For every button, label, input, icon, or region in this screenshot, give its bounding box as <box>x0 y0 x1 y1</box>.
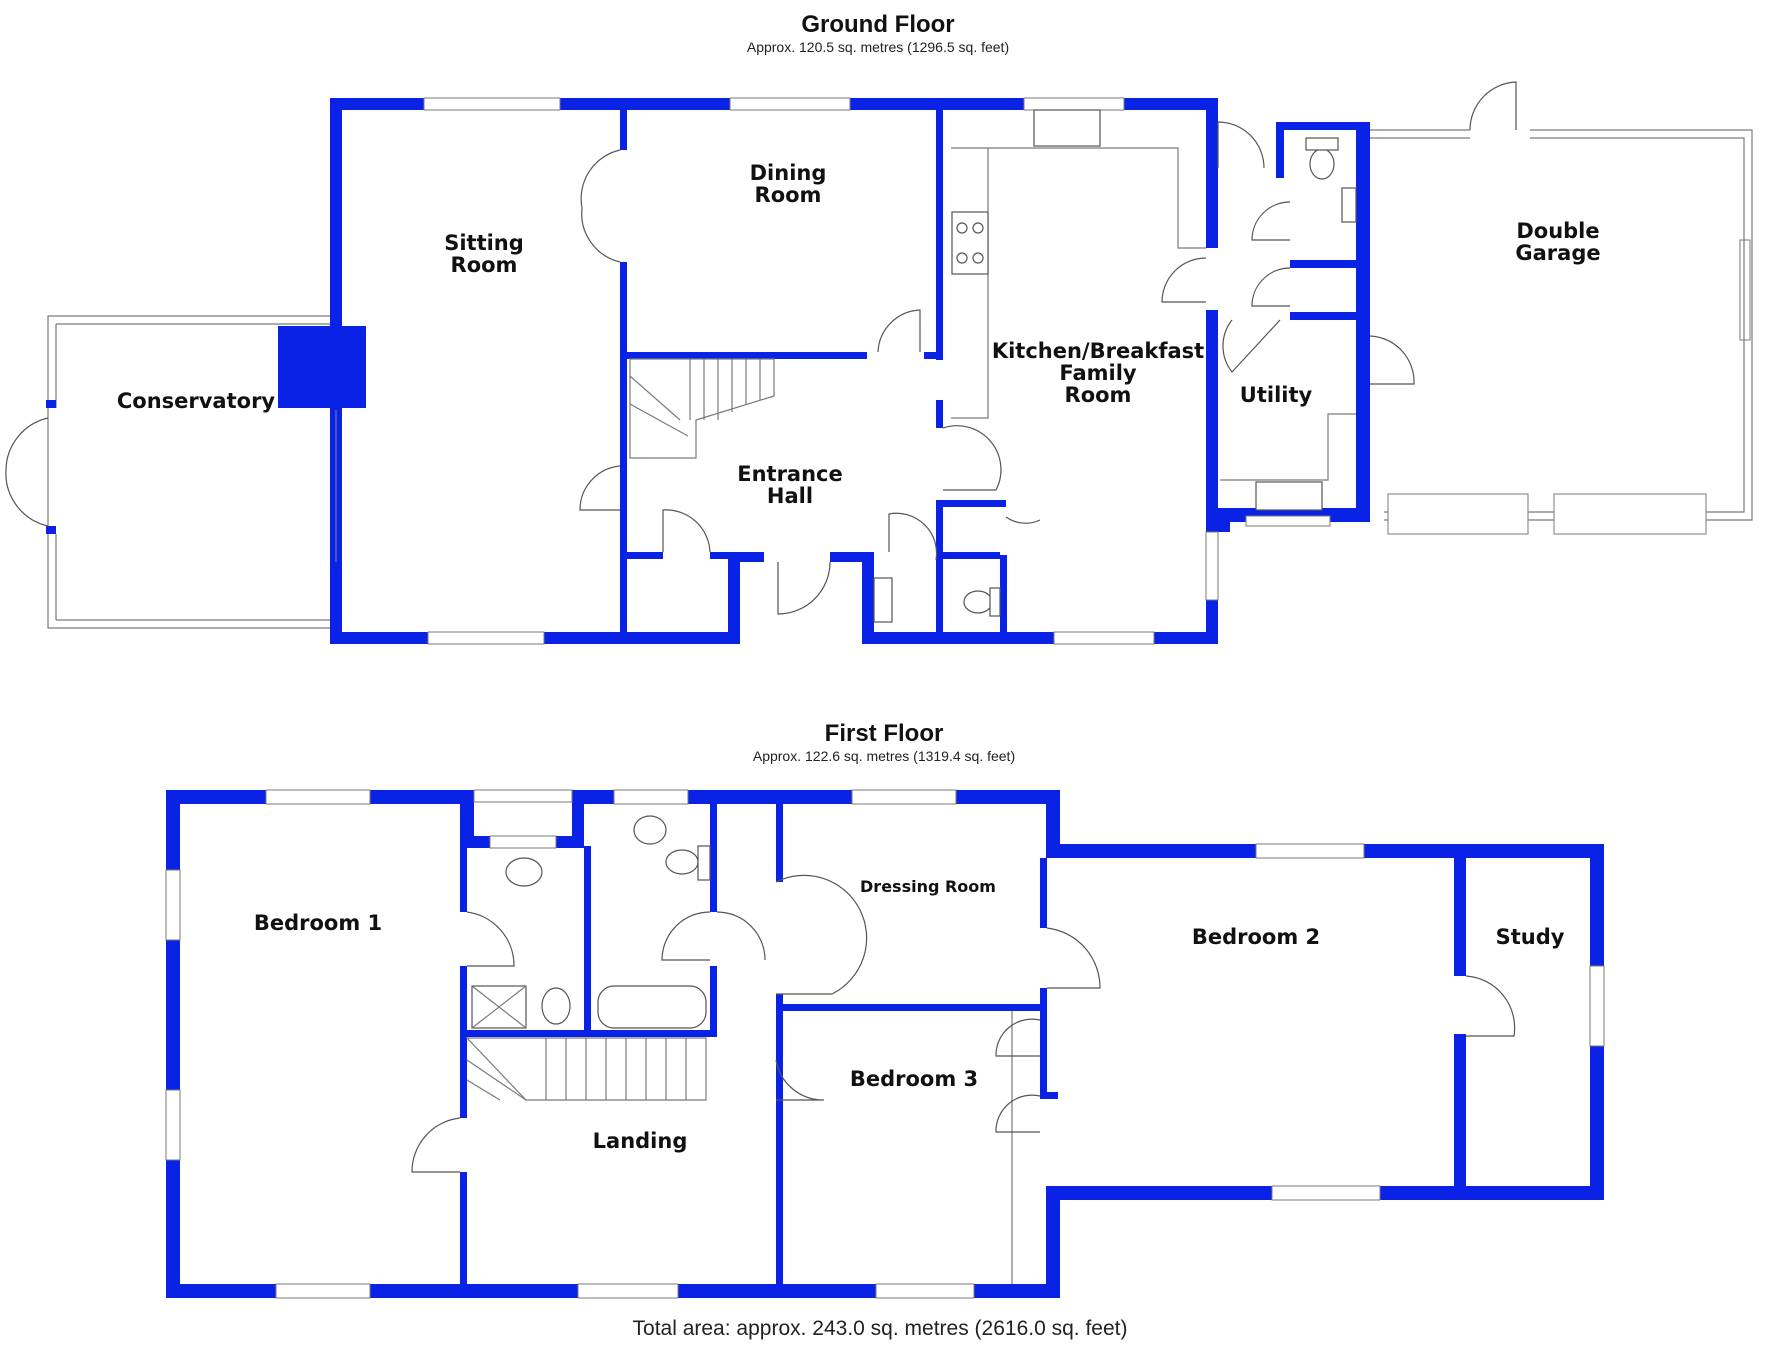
ground-floor-title: Ground Floor <box>801 11 954 38</box>
basin-icon <box>505 857 543 887</box>
room-label-entrance-hall: Entrance <box>737 462 843 486</box>
bath-icon <box>597 985 707 1029</box>
toilet-icon <box>963 590 993 614</box>
room-label-study: Study <box>1496 925 1565 949</box>
ground-floor-windows <box>423 97 1751 645</box>
room-label-landing: Landing <box>593 1129 688 1153</box>
room-label-entrance-hall-2: Hall <box>767 484 813 508</box>
room-label-sitting: Sitting <box>444 231 524 255</box>
hob-icon <box>951 211 989 275</box>
room-label-kitchen: Kitchen/Breakfast <box>992 339 1204 363</box>
room-label-garage: Double <box>1516 219 1599 243</box>
first-floor-fittings <box>465 815 1013 1284</box>
first-floor-walls <box>166 790 1604 1298</box>
garage-outline <box>1370 81 1753 535</box>
toilet-icon <box>665 849 699 875</box>
conservatory-outline <box>5 315 337 629</box>
room-label-bedroom-1: Bedroom 1 <box>254 911 382 935</box>
utility-sink-icon <box>1255 481 1323 511</box>
toilet-icon <box>541 987 571 1025</box>
first-floor-windows <box>165 789 1605 1299</box>
room-label-conservatory: Conservatory <box>117 389 276 413</box>
room-label-dining-2: Room <box>755 183 822 207</box>
basin-icon <box>873 577 893 623</box>
room-label-bedroom-3: Bedroom 3 <box>850 1067 978 1091</box>
room-label-garage-2: Garage <box>1515 241 1600 265</box>
kitchen-sink-icon <box>1033 109 1101 147</box>
room-label-bedroom-2: Bedroom 2 <box>1192 925 1320 949</box>
garage-door-left-icon <box>1387 493 1529 535</box>
basin-icon <box>633 815 667 845</box>
room-label-kitchen-2: Family <box>1059 361 1137 385</box>
first-floor-title: First Floor <box>825 720 944 747</box>
ground-floor-labels: Sitting Room Dining Room Kitchen/Breakfa… <box>117 161 1601 508</box>
toilet-icon <box>1309 148 1335 180</box>
room-label-dressing-room: Dressing Room <box>860 877 996 896</box>
garage-door-right-icon <box>1553 493 1707 535</box>
first-floor-doors <box>411 874 1516 1173</box>
total-area: Total area: approx. 243.0 sq. metres (26… <box>633 1317 1128 1340</box>
ground-floor-fittings <box>629 109 1357 623</box>
ground-floor-doors <box>579 121 1415 615</box>
first-floor-labels: Bedroom 1 Dressing Room Bedroom 2 Study … <box>254 877 1565 1153</box>
room-label-dining: Dining <box>750 161 827 185</box>
basin-icon <box>1341 187 1357 223</box>
room-label-kitchen-3: Room <box>1065 383 1132 407</box>
first-floor: First Floor Approx. 122.6 sq. metres (13… <box>165 720 1605 1299</box>
room-label-utility: Utility <box>1240 383 1313 407</box>
ground-floor: Ground Floor Approx. 120.5 sq. metres (1… <box>5 11 1753 645</box>
ground-floor-area: Approx. 120.5 sq. metres (1296.5 sq. fee… <box>747 39 1009 55</box>
room-label-sitting-2: Room <box>451 253 518 277</box>
first-floor-area: Approx. 122.6 sq. metres (1319.4 sq. fee… <box>753 748 1015 764</box>
